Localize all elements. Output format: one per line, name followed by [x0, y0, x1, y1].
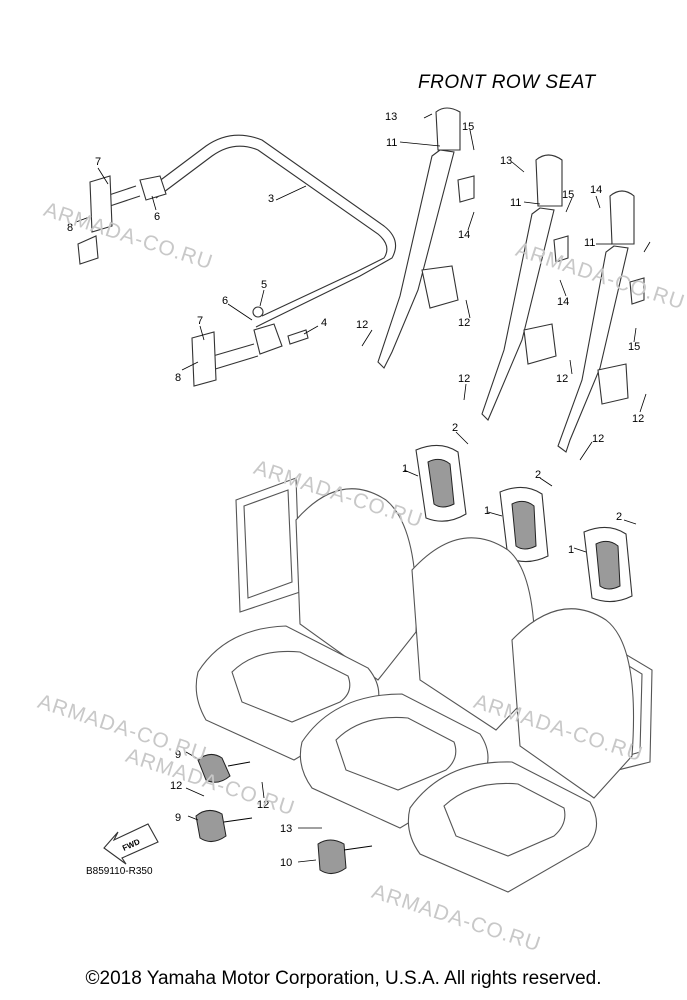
leader-lines [75, 113, 651, 863]
callout-number: 12 [458, 317, 470, 329]
callout-number: 6 [154, 211, 160, 223]
headrest-right [583, 526, 633, 603]
callout-number: 11 [386, 137, 397, 149]
callout-number: 12 [356, 319, 368, 331]
callout-number: 15 [462, 121, 474, 133]
bracket-upper [77, 175, 113, 265]
callout-labels: 1 1 1 2 2 2 3 4 5 6 6 7 7 8 8 9 9 10 11 … [67, 111, 644, 869]
callout-number: 7 [95, 156, 101, 168]
copyright-notice: ©2018 Yamaha Motor Corporation, U.S.A. A… [85, 968, 602, 989]
callout-number: 13 [280, 823, 292, 835]
buckle-9-upper [197, 754, 251, 783]
callout-number: 6 [222, 295, 228, 307]
callout-number: 3 [268, 193, 274, 205]
roll-bar [105, 134, 397, 371]
callout-number: 8 [67, 222, 73, 234]
callout-number: 15 [628, 341, 640, 353]
callout-number: 12 [257, 799, 269, 811]
callout-number: 11 [510, 197, 521, 209]
callout-number: 2 [535, 469, 541, 481]
callout-number: 7 [197, 315, 203, 327]
callout-number: 9 [175, 812, 181, 824]
callout-number: 9 [175, 749, 181, 761]
callout-number: 14 [557, 296, 569, 308]
callout-number: 1 [402, 463, 408, 475]
callout-number: 13 [385, 111, 397, 123]
callout-number: 2 [452, 422, 458, 434]
callout-number: 5 [261, 279, 267, 291]
callout-number: 12 [592, 433, 604, 445]
buckle-10 [317, 839, 373, 874]
headrest-center [499, 486, 549, 563]
seat-belt-center [481, 154, 569, 421]
fwd-arrow-icon: FWD [103, 823, 159, 865]
callout-number: 12 [458, 373, 470, 385]
callout-number: 15 [562, 189, 574, 201]
callout-number: 4 [321, 317, 327, 329]
callout-number: 14 [458, 229, 470, 241]
bracket-lower [191, 331, 217, 387]
callout-number: 12 [556, 373, 568, 385]
headrest-left [415, 444, 467, 522]
seat-right [407, 608, 635, 893]
seat-belt-right [557, 190, 645, 453]
callout-number: 10 [280, 857, 292, 869]
callout-number: 11 [584, 237, 595, 249]
callout-number: 8 [175, 372, 181, 384]
seat-belt-left [377, 107, 475, 369]
diagram-title: FRONT ROW SEAT [418, 72, 596, 93]
callout-number: 12 [632, 413, 644, 425]
bolt-4 [287, 329, 309, 345]
callout-number: 1 [484, 505, 490, 517]
diagram-code: B859110-R350 [86, 866, 153, 877]
callout-number: 2 [616, 511, 622, 523]
nut-5 [252, 306, 264, 318]
callout-number: 12 [170, 780, 182, 792]
callout-number: 1 [568, 544, 574, 556]
callout-number: 14 [590, 184, 602, 196]
buckle-9-lower [195, 810, 253, 842]
callout-number: 13 [500, 155, 512, 167]
